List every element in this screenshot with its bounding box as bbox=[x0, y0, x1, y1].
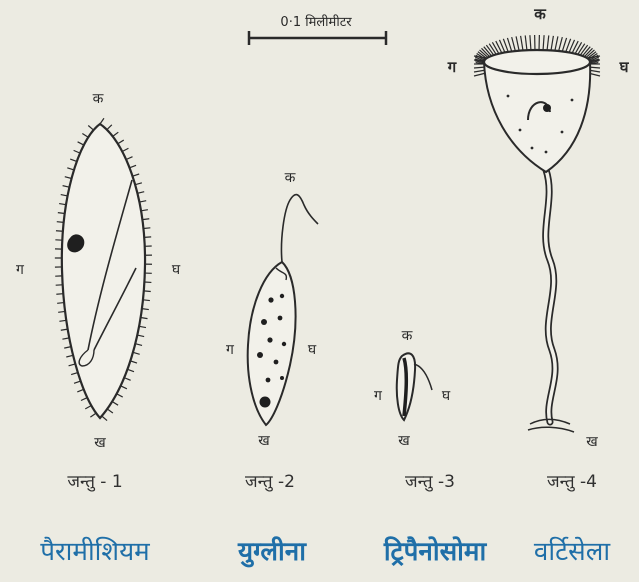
cilium bbox=[525, 35, 527, 50]
label-ga: ग bbox=[447, 58, 457, 76]
chloroplast bbox=[266, 378, 271, 383]
vorticella-vacuole bbox=[543, 104, 551, 112]
chloroplast bbox=[268, 297, 273, 302]
granule bbox=[561, 131, 564, 134]
euglena-flagellum bbox=[281, 195, 318, 262]
cilium bbox=[512, 37, 516, 51]
label-ka: क bbox=[402, 328, 413, 344]
chloroplast bbox=[267, 337, 272, 342]
scale-bar: 0·1 मिलीमीटर bbox=[249, 14, 386, 45]
cilium bbox=[555, 36, 558, 50]
label-gha: घ bbox=[442, 388, 451, 404]
label-gha: घ bbox=[172, 262, 181, 278]
organism-name: पैरामीशियम bbox=[40, 536, 150, 567]
cilium bbox=[551, 36, 553, 51]
vorticella-peristome bbox=[484, 50, 590, 74]
vorticella-bell bbox=[484, 62, 590, 172]
organism-name: युग्लीना bbox=[237, 536, 307, 568]
cilium bbox=[530, 35, 531, 50]
label-kha: ख bbox=[258, 433, 270, 449]
caption: जन्तु - 1 bbox=[67, 472, 122, 492]
organism-name: ट्रिपैनोसोमा bbox=[383, 536, 488, 567]
chloroplast bbox=[280, 376, 284, 380]
label-kha: ख bbox=[398, 433, 410, 449]
cilium bbox=[547, 35, 549, 50]
granule bbox=[507, 95, 510, 98]
organism-euglena: क ख ग घ जन्तु -2 युग्लीना bbox=[226, 170, 318, 568]
euglena-body bbox=[248, 262, 296, 425]
label-kha: ख bbox=[94, 435, 106, 451]
granule bbox=[519, 129, 522, 132]
trypanosoma-undulating-membrane bbox=[404, 358, 406, 416]
chloroplast bbox=[280, 294, 284, 298]
label-ga: ग bbox=[16, 262, 25, 278]
cilium bbox=[562, 38, 566, 52]
chloroplast bbox=[257, 352, 263, 358]
granule bbox=[531, 147, 534, 150]
organism-name: वर्टिसेला bbox=[534, 536, 611, 567]
organism-vorticella: क ख ग घ जन्तु -4 वर्टिसेला bbox=[447, 5, 630, 567]
label-ka: क bbox=[533, 5, 547, 23]
label-gha: घ bbox=[619, 58, 630, 76]
granule bbox=[571, 99, 574, 102]
granule bbox=[545, 151, 548, 154]
label-kha: ख bbox=[586, 434, 598, 450]
label-gha: घ bbox=[308, 342, 317, 358]
caption: जन्तु -3 bbox=[405, 472, 455, 492]
label-ka: क bbox=[285, 170, 296, 186]
scale-bar-label: 0·1 मिलीमीटर bbox=[280, 14, 352, 30]
label-ga: ग bbox=[226, 342, 235, 358]
cilium bbox=[507, 38, 511, 52]
cilium bbox=[559, 37, 563, 51]
cilium bbox=[521, 36, 523, 51]
chloroplast bbox=[274, 360, 279, 365]
chloroplast bbox=[261, 319, 267, 325]
chloroplast bbox=[282, 342, 286, 346]
trypanosoma-flagellum bbox=[414, 364, 432, 390]
cilium bbox=[516, 36, 519, 50]
euglena-nucleus bbox=[260, 397, 271, 408]
caption: जन्तु -2 bbox=[245, 472, 295, 492]
cilium bbox=[543, 35, 544, 50]
label-ka: क bbox=[93, 91, 104, 107]
organism-trypanosoma: क ख ग घ जन्तु -3 ट्रिपैनोसोमा bbox=[374, 328, 487, 567]
chloroplast bbox=[278, 316, 283, 321]
label-ga: ग bbox=[374, 388, 383, 404]
caption: जन्तु -4 bbox=[547, 472, 597, 492]
organism-paramecium: क ख ग घ जन्तु - 1 पैरामीशियम bbox=[16, 91, 181, 567]
